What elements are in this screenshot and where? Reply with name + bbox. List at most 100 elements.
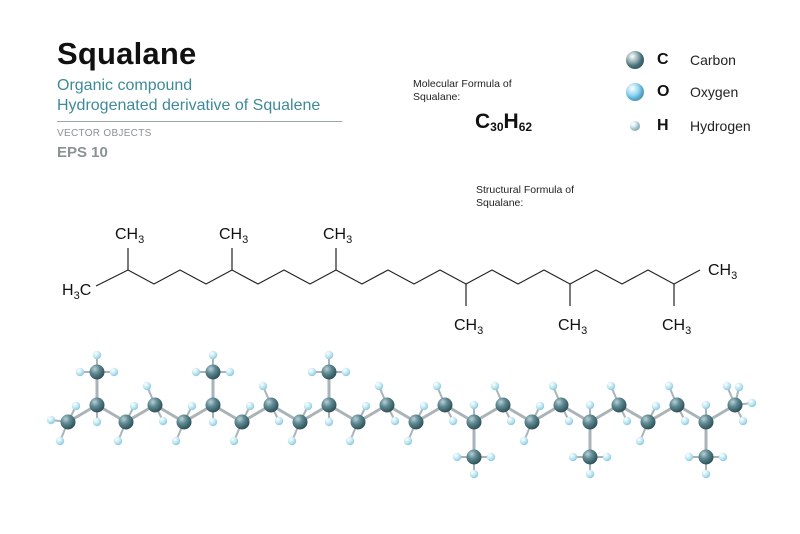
hydrogen-atom (469, 400, 479, 410)
hydrogen-atom (113, 436, 123, 446)
formula-carbon: C (475, 110, 491, 133)
ch3-label-bottom-3: CH3 (662, 317, 691, 337)
ball-stick-atoms (46, 350, 757, 479)
hydrogen-atom (734, 382, 744, 392)
hydrogen-atom (158, 416, 168, 426)
ball-stick-bonds (50, 355, 753, 474)
carbon-atom (524, 414, 540, 430)
hydrogen-atom (747, 398, 757, 408)
hydrogen-atom (142, 381, 152, 391)
hydrogen-atom (718, 452, 728, 462)
hydrogen-atom (701, 469, 711, 479)
page-title: Squalane (57, 36, 197, 71)
hydrogen-atom (568, 452, 578, 462)
ch3-label-top-3: CH3 (323, 226, 352, 246)
carbon-atom (669, 397, 685, 413)
legend-oxygen-ball-icon (626, 83, 644, 101)
hydrogen-atom (606, 381, 616, 391)
hydrogen-atom (469, 469, 479, 479)
carbon-atom-methyl (89, 364, 105, 380)
hydrogen-atom (345, 436, 355, 446)
carbon-atom-methyl (698, 449, 714, 465)
carbon-atom (582, 414, 598, 430)
hydrogen-atom (374, 381, 384, 391)
hydrogen-atom (324, 417, 334, 427)
carbon-atom (727, 397, 743, 413)
hydrogen-atom (109, 367, 119, 377)
carbon-atom-methyl (582, 449, 598, 465)
legend-hydrogen-symbol: H (657, 117, 669, 134)
hydrogen-atom (129, 401, 139, 411)
hydrogen-atom (548, 381, 558, 391)
hydrogen-atom (622, 416, 632, 426)
carbon-atom (466, 414, 482, 430)
hydrogen-atom (208, 417, 218, 427)
carbon-atom-methyl (205, 364, 221, 380)
hydrogen-atom (46, 415, 56, 425)
legend-carbon-name: Carbon (690, 52, 736, 68)
legend-oxygen-name: Oxygen (690, 84, 739, 100)
carbon-atom (611, 397, 627, 413)
hydrogen-atom (245, 401, 255, 411)
hydrogen-atom (258, 381, 268, 391)
carbon-atom (60, 414, 76, 430)
molecular-formula-label: Molecular Formula of Squalane: (413, 78, 512, 103)
hydrogen-atom (71, 401, 81, 411)
hydrogen-atom (75, 367, 85, 377)
hydrogen-atom (452, 452, 462, 462)
hydrogen-atom (303, 401, 313, 411)
hydrogen-atom (307, 367, 317, 377)
ch3-label-bottom-1: CH3 (454, 317, 483, 337)
vector-objects-label: VECTOR OBJECTS (57, 128, 152, 139)
hydrogen-atom (341, 367, 351, 377)
hydrogen-atom (403, 436, 413, 446)
carbon-atom (640, 414, 656, 430)
hydrogen-atom (324, 350, 334, 360)
hydrogen-atom (701, 400, 711, 410)
carbon-atom (147, 397, 163, 413)
hydrogen-atom (92, 350, 102, 360)
hydrogen-atom (490, 381, 500, 391)
carbon-atom-methyl (466, 449, 482, 465)
eps-label: EPS 10 (57, 144, 108, 161)
hydrogen-atom (171, 436, 181, 446)
carbon-atom (205, 397, 221, 413)
subtitle-organic-compound: Organic compound (57, 77, 193, 94)
legend-hydrogen-name: Hydrogen (690, 118, 751, 134)
hydrogen-atom (535, 401, 545, 411)
carbon-atom (379, 397, 395, 413)
carbon-atom (553, 397, 569, 413)
hydrogen-atom (564, 416, 574, 426)
hydrogen-atom (208, 350, 218, 360)
hydrogen-atom (187, 401, 197, 411)
hydrogen-atom (55, 436, 65, 446)
hydrogen-atom (229, 436, 239, 446)
formula-carbon-count: 30 (490, 120, 504, 134)
hydrogen-atom (191, 367, 201, 377)
legend-carbon-symbol: C (657, 51, 669, 68)
hydrogen-atom (361, 401, 371, 411)
ch3-label-bottom-2: CH3 (558, 317, 587, 337)
carbon-atom (350, 414, 366, 430)
carbon-atom (263, 397, 279, 413)
carbon-atom (321, 397, 337, 413)
carbon-atom (408, 414, 424, 430)
carbon-atom (176, 414, 192, 430)
hydrogen-atom (585, 469, 595, 479)
carbon-atom (698, 414, 714, 430)
hydrogen-atom (419, 401, 429, 411)
carbon-atom (292, 414, 308, 430)
legend-carbon-ball-icon (626, 51, 644, 69)
ch3-label-end: CH3 (708, 262, 737, 282)
hydrogen-atom (225, 367, 235, 377)
hydrogen-atom (432, 381, 442, 391)
molecular-formula: C30H62 (475, 110, 532, 134)
skeletal-backbone (99, 269, 701, 285)
hydrogen-atom (738, 416, 748, 426)
carbon-atom (89, 397, 105, 413)
header-divider (57, 121, 342, 122)
hydrogen-atom (486, 452, 496, 462)
hydrogen-atom (274, 416, 284, 426)
